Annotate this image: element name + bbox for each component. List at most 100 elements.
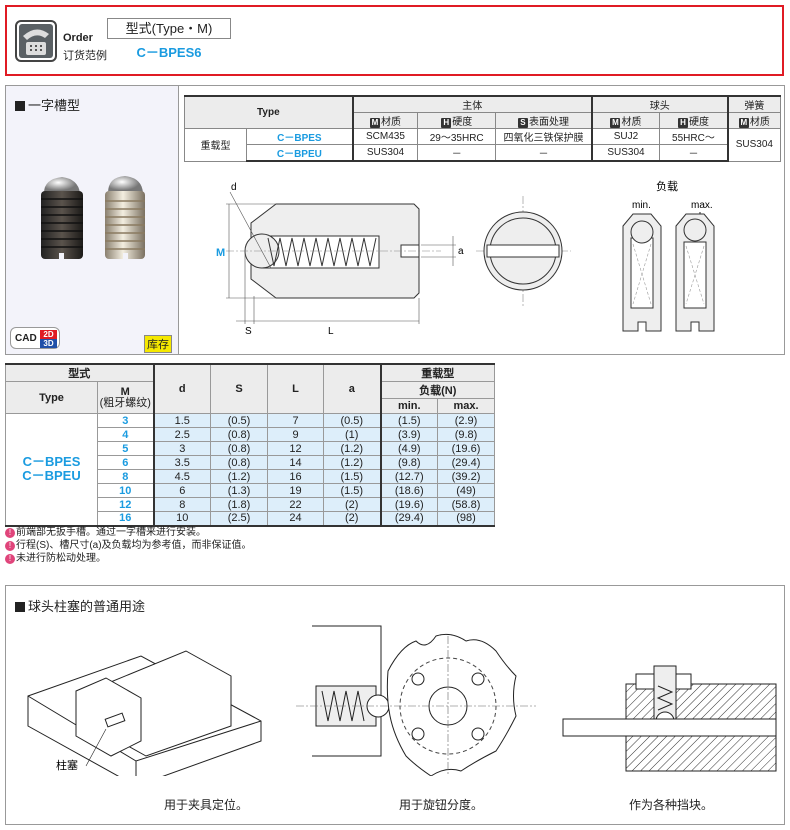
d-cell: 10 — [152, 511, 211, 527]
usage-caption-3: 作为各种挡块。 — [628, 798, 713, 812]
body-header: 主体 — [351, 95, 593, 113]
sub-header-label: 硬度 — [452, 117, 473, 128]
phone-icon — [15, 20, 57, 62]
surface-mark-icon: S — [517, 118, 528, 128]
load-max-label: max. — [691, 200, 713, 211]
m-cell[interactable]: 12 — [97, 497, 154, 512]
spring-header: 弹簧 — [726, 95, 781, 113]
max-cell: (2.9) — [437, 413, 495, 428]
notes: !前端部无扳手槽。通过一字槽来进行安装。 !行程(S)、槽尺寸(a)及负载均为参… — [5, 526, 252, 565]
type-code[interactable]: C－BPEU — [245, 144, 354, 162]
l-cell: 9 — [267, 427, 324, 442]
min-cell: (3.9) — [379, 427, 438, 442]
m-cell[interactable]: 3 — [97, 413, 154, 428]
m-cell[interactable]: 4 — [97, 427, 154, 442]
s-cell: (1.8) — [210, 497, 268, 512]
l-cell: 22 — [267, 497, 324, 512]
plunger-label: 柱塞 — [56, 758, 78, 772]
d-cell: 2.5 — [152, 427, 211, 442]
type-header-box: 型式(Type・M) — [107, 18, 231, 39]
header-m-sub: (粗牙螺纹) — [99, 396, 151, 409]
cad-badge[interactable]: CAD 2D 3D — [10, 327, 60, 349]
a-cell: (2) — [323, 497, 381, 512]
note-item: !未进行防松动处理。 — [5, 552, 252, 565]
m-cell[interactable]: 10 — [97, 483, 154, 498]
a-cell: (2) — [323, 511, 381, 527]
note-text: 未进行防松动处理。 — [16, 553, 106, 564]
m-cell[interactable]: 6 — [97, 455, 154, 470]
product-photo-area: 一字槽型 CAD 2D 3D 库存 — [6, 86, 179, 354]
header-load: 负载(N) — [379, 381, 495, 399]
order-label-cn: 订货范例 — [63, 50, 107, 62]
d-cell: 8 — [152, 497, 211, 512]
type-code[interactable]: C－BPES — [22, 454, 81, 470]
sub-header-label: 材质 — [621, 117, 642, 128]
note-icon: ! — [5, 528, 15, 538]
s-cell: (0.8) — [210, 427, 268, 442]
m-cell[interactable]: 5 — [97, 441, 154, 456]
a-cell: (1.5) — [323, 483, 381, 498]
usage-caption-2: 用于旋钮分度。 — [398, 798, 483, 812]
max-cell: (29.4) — [437, 455, 495, 470]
m-cell[interactable]: 8 — [97, 469, 154, 484]
sub-header-label: 材质 — [749, 117, 770, 128]
header-heavy: 重载型 — [379, 363, 495, 382]
header-s: S — [210, 363, 268, 414]
technical-drawing: d M S L a 负载 min. max. — [216, 179, 715, 337]
ball-material: SUJ2 — [590, 128, 661, 145]
s-cell: (1.2) — [210, 469, 268, 484]
dim-s-label: S — [245, 326, 252, 337]
type-code[interactable]: C－BPEU — [22, 468, 81, 484]
dim-l-label: L — [328, 326, 334, 337]
l-cell: 7 — [267, 413, 324, 428]
usage-panel: 球头柱塞的普通用途 柱塞 — [5, 585, 785, 825]
dim-d-label: d — [231, 182, 237, 193]
d-cell: 4.5 — [152, 469, 211, 484]
note-item: !前端部无扳手槽。通过一字槽来进行安装。 — [5, 526, 252, 539]
cad-2d-label: 2D — [40, 330, 57, 339]
cad-3d-label: 3D — [40, 339, 57, 348]
dim-a-label: a — [458, 246, 464, 257]
ball-material: SUS304 — [590, 144, 661, 162]
header-l: L — [267, 363, 324, 414]
d-cell: 1.5 — [152, 413, 211, 428]
ball-hardness: 55HRC～ — [659, 128, 729, 145]
sub-header-label: 表面处理 — [528, 117, 569, 128]
note-icon: ! — [5, 554, 15, 564]
ball-hardness: － — [659, 144, 729, 162]
l-cell: 16 — [267, 469, 324, 484]
header-d: d — [152, 363, 211, 414]
header-max: max. — [437, 398, 495, 414]
max-cell: (98) — [437, 511, 495, 527]
stock-badge: 库存 — [144, 335, 172, 353]
order-example-code[interactable]: C－BPES6 — [136, 45, 202, 60]
a-cell: (0.5) — [323, 413, 381, 428]
type-header: Type — [183, 95, 354, 129]
section-title-text: 一字槽型 — [28, 98, 81, 113]
note-text: 行程(S)、槽尺寸(a)及负载均为参考值，而非保证值。 — [16, 540, 252, 551]
s-cell: (2.5) — [210, 511, 268, 527]
a-cell: (1.2) — [323, 455, 381, 470]
min-cell: (29.4) — [379, 511, 438, 527]
type-code[interactable]: C－BPES — [245, 128, 354, 145]
d-cell: 3.5 — [152, 455, 211, 470]
table-row: C－BPEU SUS304 － － SUS304 － — [185, 144, 781, 162]
m-cell[interactable]: 16 — [97, 511, 154, 527]
spec-table: 型式 d S L a 重载型 Type M(粗牙螺纹) 负载(N) min. m… — [5, 363, 495, 527]
sub-header-label: 硬度 — [688, 117, 709, 128]
load-title: 负载 — [656, 179, 678, 193]
l-cell: 14 — [267, 455, 324, 470]
body-hardness: 29～35HRC — [417, 128, 497, 145]
note-icon: ! — [5, 541, 15, 551]
note-text: 前端部无扳手槽。通过一字槽来进行安装。 — [16, 527, 206, 538]
min-cell: (18.6) — [379, 483, 438, 498]
